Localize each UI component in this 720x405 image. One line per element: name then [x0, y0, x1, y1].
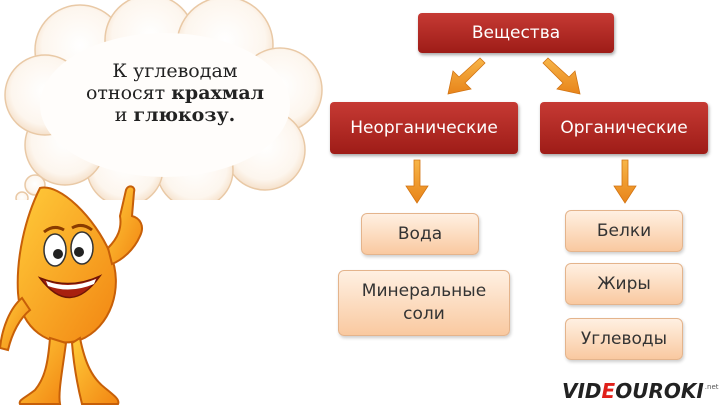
- bubble-keyword-starch: крахмал: [171, 82, 265, 104]
- bubble-text: К углеводам относят крахмал и глюкозу.: [70, 60, 280, 126]
- arrow-right-down: [613, 159, 637, 204]
- box-inorganic: Неорганические: [330, 102, 518, 154]
- box-substances: Вещества: [418, 13, 614, 53]
- bubble-line-3: и глюкозу.: [70, 104, 280, 126]
- logo-part-3: OUROKI: [615, 378, 704, 403]
- box-carbohydrates: Углеводы: [565, 318, 683, 360]
- box-fats: Жиры: [565, 263, 683, 305]
- box-water: Вода: [361, 213, 479, 255]
- bubble-line-2-start: относят: [85, 82, 172, 104]
- speech-cloud: [4, 0, 323, 200]
- logo-part-2: E: [601, 378, 616, 403]
- logo-suffix: .net: [704, 382, 719, 391]
- arrow-left-down: [405, 159, 429, 204]
- box-proteins: Белки: [565, 210, 683, 252]
- logo-part-1: VID: [562, 378, 602, 403]
- arrow-root-to-left: [447, 57, 486, 95]
- bubble-line-3-start: и: [114, 104, 134, 126]
- bubble-line-1: К углеводам: [112, 60, 238, 82]
- box-organic: Органические: [540, 102, 708, 154]
- bubble-keyword-glucose: глюкозу.: [133, 104, 236, 126]
- arrow-root-to-right: [542, 57, 581, 95]
- bubble-line-2: относят крахмал: [70, 82, 280, 104]
- box-mineral-salts: Минеральные соли: [338, 270, 510, 336]
- mascot-character: [0, 185, 143, 405]
